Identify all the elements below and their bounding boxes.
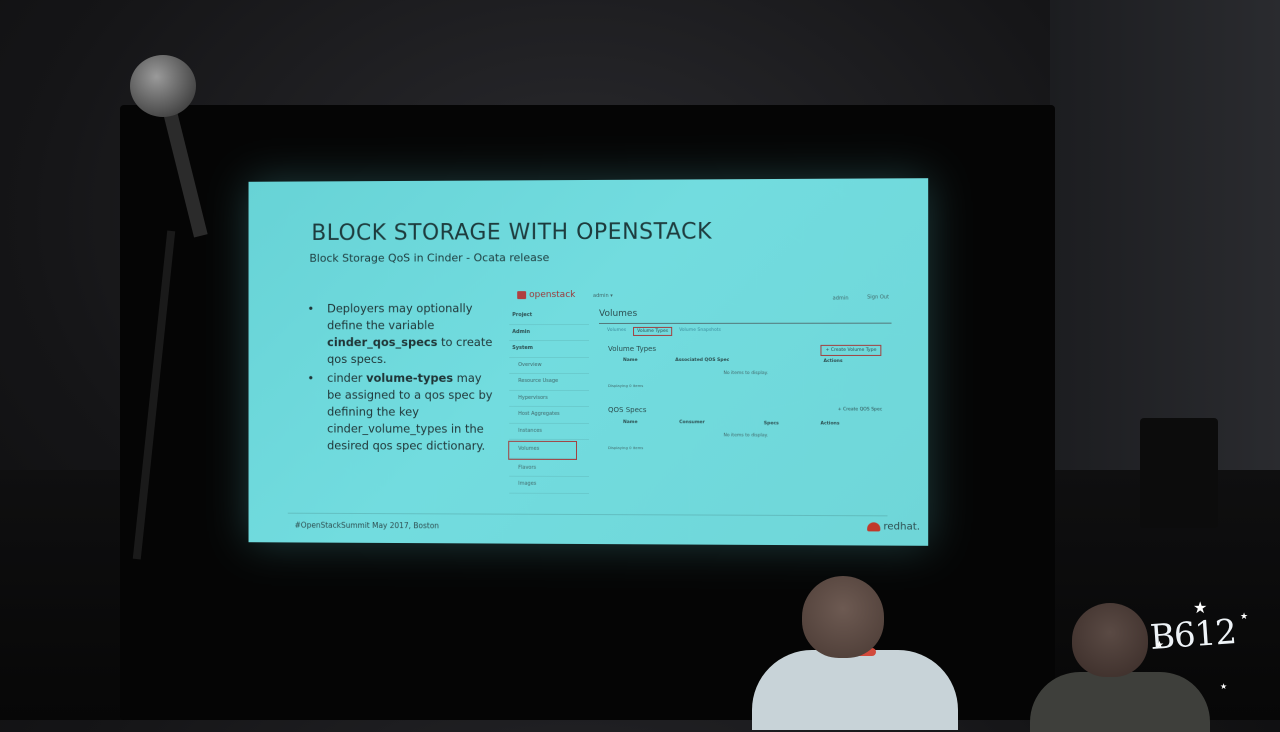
- star-icon: ★: [1240, 612, 1249, 622]
- tab-volume-snapshots[interactable]: Volume Snapshots: [679, 327, 721, 333]
- star-icon: ★: [1220, 682, 1228, 691]
- empty-table-message: No items to display.: [723, 433, 769, 439]
- bullet-item: • cinder volume-types may be assigned to…: [307, 370, 493, 453]
- empty-table-message: No items to display.: [723, 371, 769, 377]
- slide-footer: #OpenStackSummit May 2017, Boston: [294, 520, 440, 531]
- sign-out-link[interactable]: Sign Out: [867, 294, 890, 301]
- watermark: B612: [1148, 612, 1238, 658]
- column-header-actions: Actions: [820, 421, 840, 427]
- star-icon: ★: [1155, 640, 1164, 651]
- sidebar-item-project[interactable]: Project: [509, 307, 589, 325]
- column-header-actions: Actions: [823, 358, 843, 365]
- sidebar-item-images[interactable]: Images: [509, 476, 589, 494]
- bullet-icon: •: [307, 301, 315, 316]
- microphone-icon: [130, 55, 196, 117]
- column-header-consumer[interactable]: Consumer: [679, 420, 705, 426]
- openstack-logo: openstack: [517, 290, 575, 300]
- sidebar-item-host-aggregates[interactable]: Host Aggregates: [509, 406, 589, 424]
- item-count: Displaying 0 items: [608, 445, 644, 451]
- redhat-hat-icon: [867, 522, 881, 532]
- bullet-list: • Deployers may optionally define the va…: [300, 300, 498, 457]
- audience-speaker: [1140, 418, 1218, 528]
- title-divider: [598, 322, 892, 324]
- column-header-qos-spec[interactable]: Associated QOS Spec: [675, 357, 730, 364]
- openstack-logo-icon: [517, 291, 527, 300]
- sidebar-item-flavors[interactable]: Flavors: [509, 460, 589, 478]
- sidebar-item-hypervisors[interactable]: Hypervisors: [509, 390, 589, 408]
- tab-bar: Volumes Volume Types Volume Snapshots: [607, 326, 721, 336]
- column-header-specs: Specs: [763, 421, 779, 427]
- qos-specs-title: QOS Specs: [608, 406, 647, 415]
- page-title: Volumes: [598, 308, 638, 319]
- bullet-icon: •: [307, 370, 315, 385]
- column-header-name[interactable]: Name: [623, 420, 638, 426]
- slide-subtitle: Block Storage QoS in Cinder - Ocata rele…: [309, 251, 550, 265]
- sidebar-item-resource-usage[interactable]: Resource Usage: [509, 373, 589, 391]
- user-menu[interactable]: admin: [832, 295, 849, 302]
- audience-member: [1030, 672, 1210, 732]
- column-header-name[interactable]: Name: [623, 357, 638, 364]
- sidebar-item-overview[interactable]: Overview: [509, 357, 589, 375]
- footer-divider: [287, 512, 888, 517]
- item-count: Displaying 0 items: [608, 383, 644, 389]
- bullet-item: • Deployers may optionally define the va…: [307, 301, 493, 366]
- sidebar-item-admin[interactable]: Admin: [509, 324, 589, 342]
- audience-member: [752, 650, 958, 730]
- projected-slide: BLOCK STORAGE WITH OPENSTACK Block Stora…: [248, 178, 929, 546]
- sidebar-item-volumes[interactable]: Volumes: [508, 440, 578, 460]
- tab-volume-types[interactable]: Volume Types: [633, 326, 673, 336]
- sidebar: Project Admin System Overview Resource U…: [508, 307, 589, 494]
- redhat-logo: redhat.: [867, 521, 920, 533]
- tab-volumes[interactable]: Volumes: [607, 327, 627, 333]
- volume-types-title: Volume Types: [608, 344, 657, 353]
- audience-head: [1072, 603, 1148, 677]
- create-qos-spec-button[interactable]: + Create QOS Spec: [837, 407, 883, 413]
- create-volume-type-button[interactable]: + Create Volume Type: [820, 344, 882, 356]
- star-icon: ★: [1193, 598, 1208, 617]
- admin-dropdown[interactable]: admin ▾: [592, 292, 613, 299]
- slide-title: BLOCK STORAGE WITH OPENSTACK: [311, 219, 713, 246]
- audience-head: [802, 576, 884, 658]
- sidebar-item-system[interactable]: System: [509, 340, 589, 358]
- sidebar-item-instances[interactable]: Instances: [509, 423, 589, 441]
- openstack-dashboard-screenshot: openstack admin ▾ admin Sign Out Project…: [507, 287, 899, 494]
